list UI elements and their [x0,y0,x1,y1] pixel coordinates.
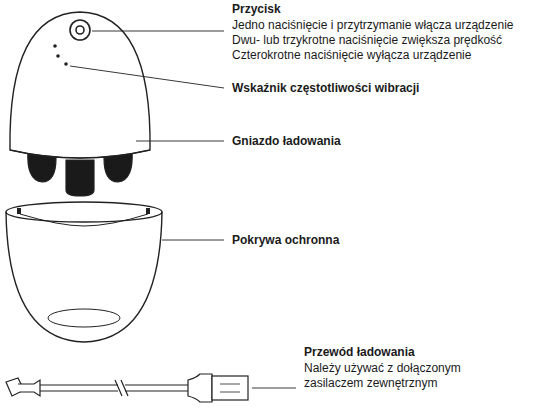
cover-notch [17,208,21,214]
cover-bowl [6,212,162,342]
part-name: Gniazdo ładowania [232,134,548,149]
leader-line [252,388,296,389]
cable [125,385,188,391]
indicator-dot [53,44,57,48]
usb-connector [212,376,248,400]
cable [40,385,118,391]
indicator-dot [56,54,60,58]
part-name: Pokrywa ochronna [232,233,548,248]
leader-line [162,240,224,241]
part-name: Przewód ładowania [304,345,544,360]
description: Należy używać z dołączonym zasilaczem ze… [304,361,504,391]
description: Jedno naciśnięcie i przytrzymanie włącza… [232,18,548,33]
part-name: Przycisk [232,2,548,17]
usb-boot [188,374,212,402]
leader-line [70,66,224,88]
plug-body [18,380,40,396]
cover-rim [6,202,162,222]
button [70,20,90,40]
usb-contacts [220,384,240,392]
indicator-dot [64,62,68,66]
cable-break [115,380,128,396]
description: Czterokrotne naciśnięcie wyłącza urządze… [232,48,548,63]
cover-bottom [48,309,120,327]
device-dome [10,12,150,158]
part-name: Wskaźnik częstotliwości wibracji [232,81,548,96]
cover-notch [146,208,150,214]
leader-line [136,141,224,142]
dome-base [10,150,150,158]
cover-inner [20,214,148,226]
description: Dwu- lub trzykrotne naciśnięcie zwiększa… [232,33,548,48]
massage-foot [66,160,94,196]
button-center [76,26,84,34]
leader-line [92,31,224,32]
